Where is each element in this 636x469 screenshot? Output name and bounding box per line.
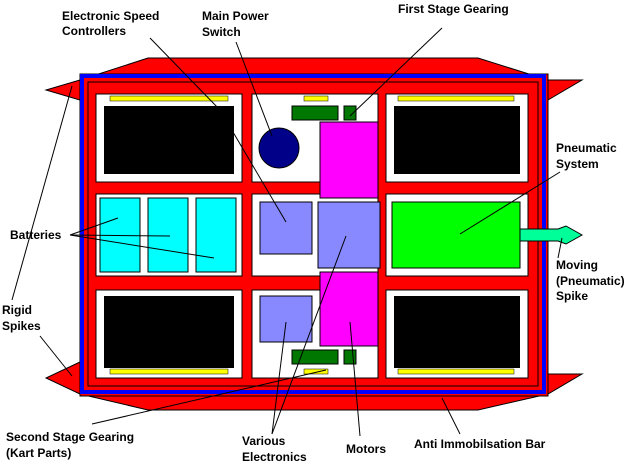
electronics-center [317, 201, 381, 269]
pneumatic-system [391, 201, 521, 269]
anti-bar-top-right [397, 95, 515, 102]
leader-switch [235, 41, 273, 137]
leader-first-gear [349, 27, 443, 117]
anti-bar-top-center [303, 95, 329, 102]
battery-3 [195, 197, 237, 273]
label-electronics-line2: Electronics [242, 450, 307, 464]
anti-bar-bottom-right [397, 368, 515, 375]
speed-controller-bottom-left [104, 296, 234, 368]
label-switch-line1: Main Power [202, 9, 269, 23]
anti-bar-top-left [109, 95, 229, 102]
leader-batteries-3 [69, 234, 215, 259]
speed-controller-bottom-right [394, 296, 520, 368]
gearing-bottom-small [343, 349, 357, 365]
moving-spike [519, 225, 584, 245]
label-electronics-line1: Various [242, 434, 286, 448]
label-anti-bar: Anti Immobilsation Bar [414, 437, 546, 451]
battery-2 [147, 197, 189, 273]
label-switch-line2: Switch [202, 25, 241, 39]
leader-anti-bar [441, 397, 461, 435]
label-batteries: Batteries [10, 228, 62, 242]
label-rigid-line2: Spikes [2, 319, 41, 333]
gearing-bottom-large [291, 349, 339, 365]
leader-spike [557, 237, 563, 259]
label-rigid-line1: Rigid [2, 303, 32, 317]
electronics-left [259, 201, 313, 255]
speed-controller-top-left [104, 106, 234, 174]
gearing-top-small [343, 105, 357, 121]
leader-batteries-2 [69, 234, 171, 237]
label-pneumatic-line1: Pneumatic [556, 141, 617, 155]
label-spike-line2: (Pneumatic) [556, 274, 625, 288]
leader-rigid-2 [39, 335, 73, 377]
leader-batteries-1 [69, 217, 119, 236]
anti-bar-bottom-center [303, 368, 329, 375]
gearing-top-large [291, 105, 339, 121]
motor-bottom [319, 271, 379, 347]
leader-second-gear [91, 369, 327, 425]
leader-motors [349, 321, 361, 437]
label-second-line2: (Kart Parts) [6, 446, 71, 460]
motor-top [319, 121, 379, 199]
label-spike-line1: Moving [556, 258, 598, 272]
label-first-gearing: First Stage Gearing [398, 2, 509, 16]
leader-rigid-1 [11, 85, 73, 301]
speed-controller-top-right [394, 106, 520, 174]
leader-lines [11, 27, 563, 437]
label-esc-line2: Controllers [62, 24, 126, 38]
label-motors: Motors [346, 442, 386, 456]
leader-pneumatic [459, 171, 561, 235]
electronics-bottom [259, 295, 313, 343]
main-power-switch [258, 127, 300, 169]
label-second-line1: Second Stage Gearing [6, 430, 134, 444]
label-pneumatic-line2: System [556, 157, 599, 171]
label-esc-line1: Electronic Speed [62, 9, 159, 23]
anti-bar-bottom-left [109, 368, 229, 375]
leader-esc-1 [149, 37, 221, 111]
label-spike-line3: Spike [556, 289, 588, 303]
leader-electronics-1 [271, 321, 287, 435]
leader-esc-2 [219, 109, 287, 223]
leader-electronics-2 [271, 235, 347, 435]
